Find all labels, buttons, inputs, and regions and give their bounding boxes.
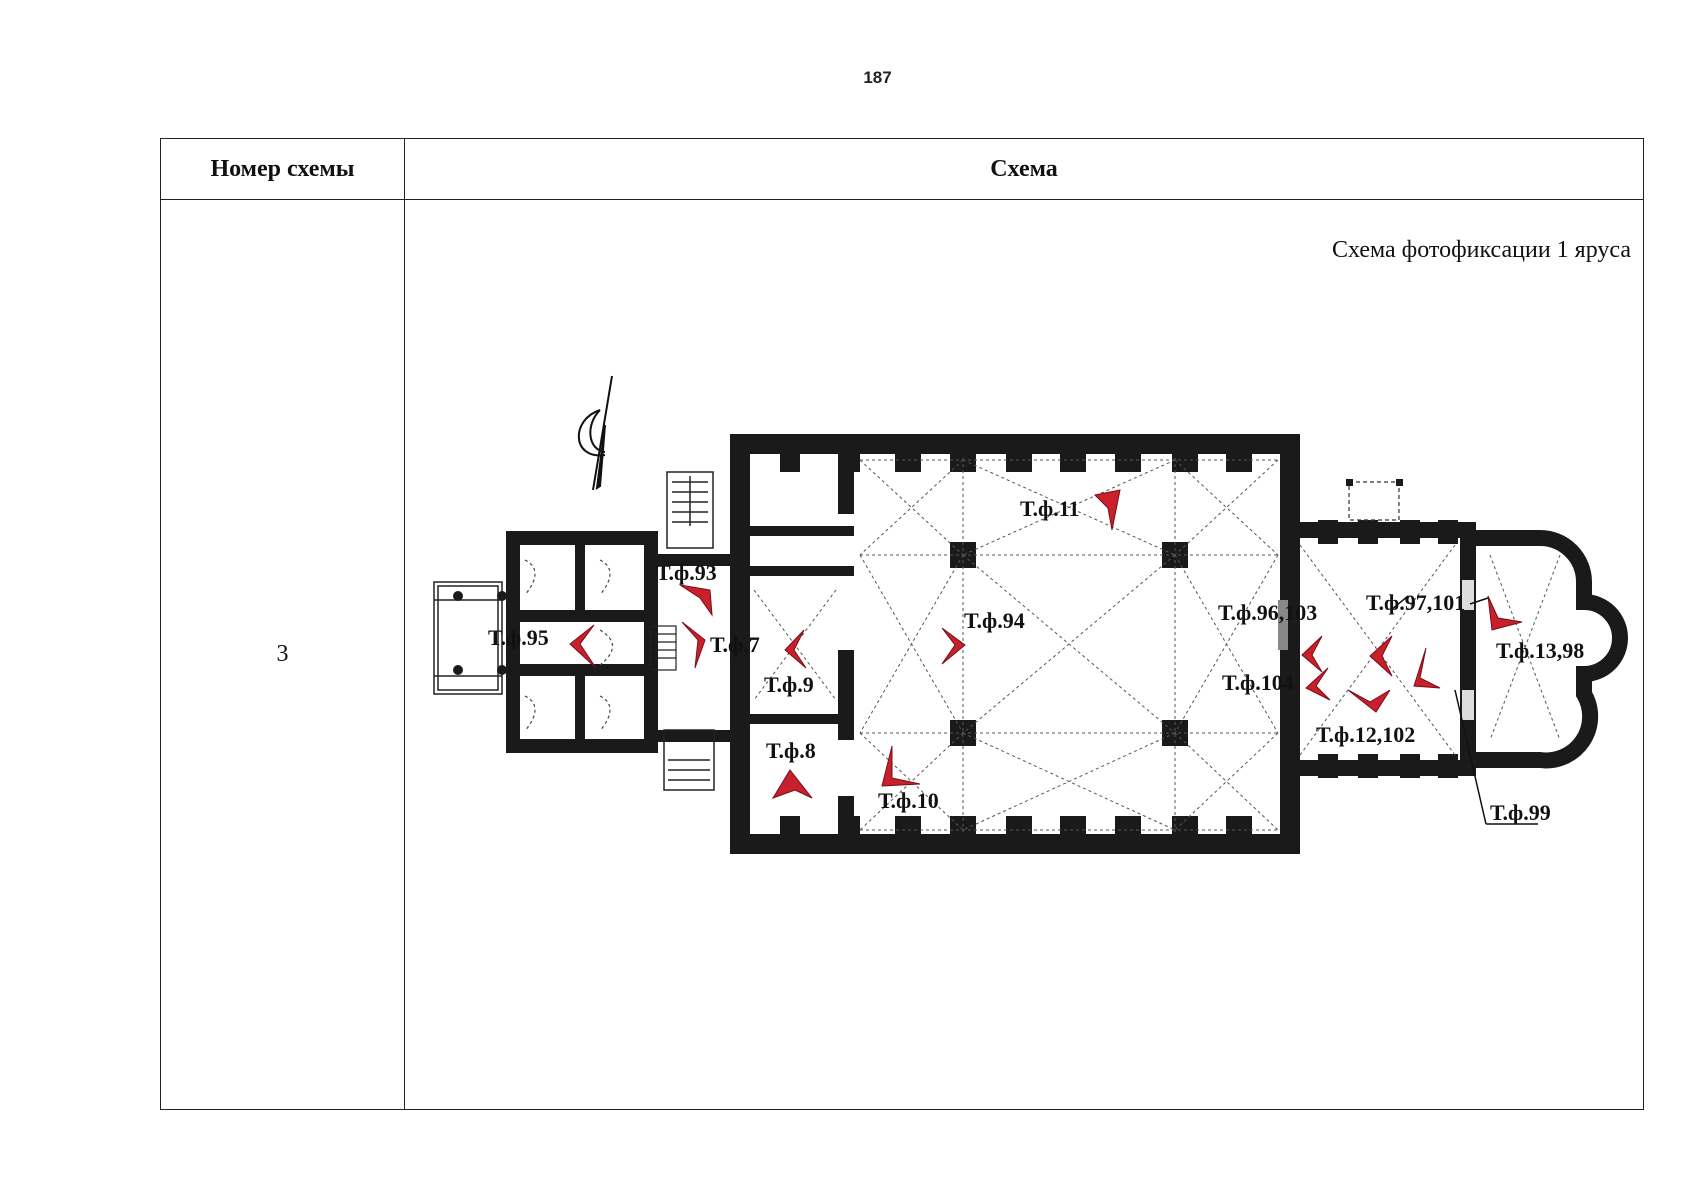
marker-tf10-icon (881, 745, 921, 787)
photo-point-markers (569, 489, 1523, 799)
vault-grid (753, 458, 1279, 832)
page-number: 187 (863, 68, 892, 87)
photo-point-labels: Т.ф.11 Т.ф.93 Т.ф.95 Т.ф.7 Т.ф.9 Т.ф.94 … (488, 496, 1584, 825)
label-tf93: Т.ф.93 (656, 560, 717, 585)
marker-tf102-icon (1347, 689, 1391, 713)
marker-tf96-icon (1301, 635, 1323, 673)
marker-tf11-icon (1093, 489, 1121, 531)
label-tf8: Т.ф.8 (766, 738, 816, 763)
west-porch (433, 581, 503, 695)
row-scheme-number: 3 (276, 641, 289, 667)
label-tf96-103: Т.ф.96,103 (1218, 600, 1317, 625)
apse (1476, 530, 1628, 769)
stairs-north (666, 471, 714, 549)
label-tf104: Т.ф.104 (1222, 670, 1294, 695)
nave (730, 434, 1300, 854)
east-chamber (1278, 479, 1476, 778)
label-tf99: Т.ф.99 (1490, 800, 1551, 825)
label-tf97-101: Т.ф.97,101 (1366, 590, 1465, 615)
label-tf7: Т.ф.7 (710, 632, 760, 657)
label-tf13-98: Т.ф.13,98 (1496, 638, 1584, 663)
column-divider (404, 139, 405, 1109)
label-tf12-102: Т.ф.12,102 (1316, 722, 1415, 747)
marker-tf93-icon (679, 584, 713, 617)
marker-tf8-icon (771, 769, 813, 799)
label-tf10: Т.ф.10 (878, 788, 939, 813)
marker-tf7-icon (681, 621, 706, 669)
label-tf11: Т.ф.11 (1020, 496, 1079, 521)
header-scheme: Схема (990, 155, 1058, 182)
header-scheme-number: Номер схемы (210, 155, 355, 182)
scheme-title: Схема фотофиксации 1 яруса (1331, 237, 1631, 263)
stairs-south (663, 729, 715, 791)
marker-tf97-icon (1369, 635, 1393, 677)
scheme-table: Номер схемы Схема 3 Схема фотофиксации 1… (160, 138, 1644, 1110)
marker-tf13-icon (1487, 595, 1523, 631)
label-tf94: Т.ф.94 (964, 608, 1025, 633)
marker-tf9-icon (784, 629, 807, 669)
label-tf95: Т.ф.95 (488, 625, 549, 650)
stairs-center (649, 625, 677, 671)
north-arrow-icon (577, 375, 613, 491)
marker-tf95-icon (569, 624, 597, 669)
marker-tf101-icon (1413, 647, 1441, 689)
label-tf9: Т.ф.9 (764, 672, 814, 697)
marker-tf104-icon (1305, 667, 1331, 701)
header-divider (161, 199, 1643, 200)
marker-tf94-icon (941, 627, 966, 665)
